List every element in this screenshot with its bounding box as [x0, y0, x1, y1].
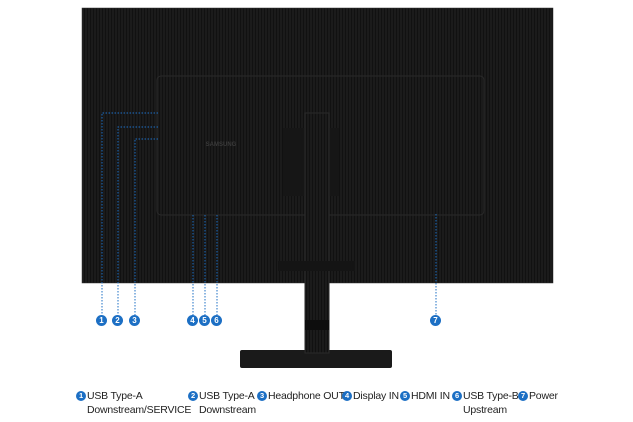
callout-7: 7 — [430, 315, 441, 326]
legend-label: Power — [529, 390, 558, 402]
legend-label: Display IN — [353, 390, 399, 402]
legend-label: USB Type-B — [463, 390, 519, 402]
number-badge: 4 — [342, 391, 352, 401]
callout-4: 4 — [187, 315, 198, 326]
number-badge: 1 — [76, 391, 86, 401]
legend-sublabel: Downstream/SERVICE — [87, 404, 192, 416]
number-badge: 7 — [518, 391, 528, 401]
legend-label: HDMI IN — [411, 390, 450, 402]
legend-item-usb-a-downstream: 2 USB Type-A Downstream — [188, 389, 256, 417]
number-badge: 3 — [257, 391, 267, 401]
callout-3: 3 — [129, 315, 140, 326]
legend-item-headphone: 3 Headphone OUT — [257, 389, 345, 403]
legend-item-usb-b-upstream: 6 USB Type-B Upstream — [452, 389, 519, 417]
legend-item-power: 7 Power — [518, 389, 558, 403]
callout-1: 1 — [96, 315, 107, 326]
legend-item-display-in: 4 Display IN — [342, 389, 399, 403]
vesa-slot — [278, 261, 355, 271]
callout-6: 6 — [211, 315, 222, 326]
stand-neck — [304, 112, 330, 354]
samsung-logo: SAMSUNG — [206, 142, 237, 148]
number-badge: 6 — [452, 391, 462, 401]
legend-label: Headphone OUT — [268, 390, 345, 402]
legend-item-hdmi-in: 5 HDMI IN — [400, 389, 450, 403]
legend-label: USB Type-A — [199, 390, 255, 402]
callout-lines — [101, 112, 437, 315]
legend-item-usb-a-service: 1 USB Type-A Downstream/SERVICE — [76, 389, 191, 417]
stand-base — [240, 350, 392, 368]
legend-label: USB Type-A — [87, 390, 143, 402]
cable-clip — [305, 320, 329, 330]
number-badge: 5 — [400, 391, 410, 401]
legend-sublabel: Downstream — [199, 404, 256, 416]
callout-2: 2 — [112, 315, 123, 326]
legend-sublabel: Upstream — [463, 404, 507, 416]
callout-5: 5 — [199, 315, 210, 326]
number-badge: 2 — [188, 391, 198, 401]
